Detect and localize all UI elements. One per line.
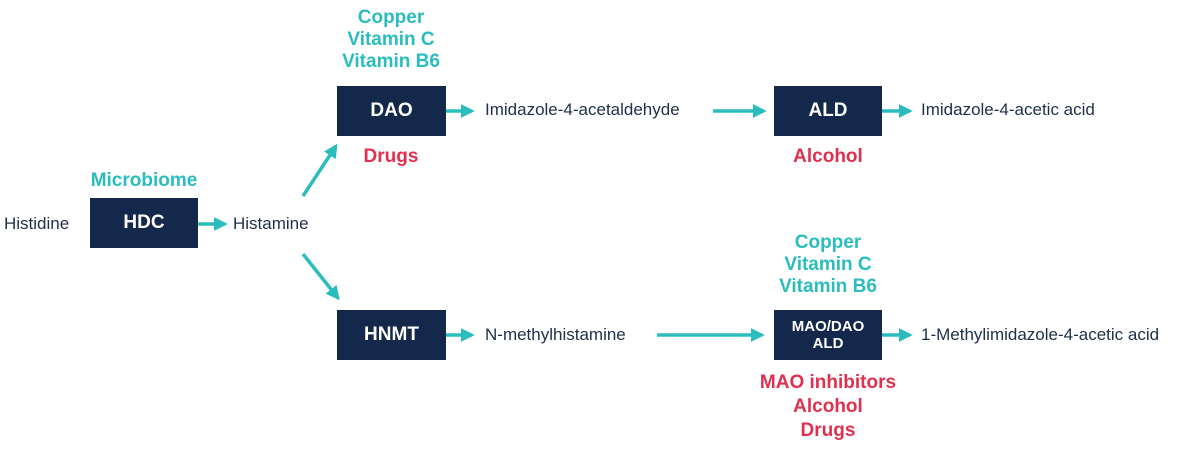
vitamin-c-label: Vitamin C (347, 29, 435, 50)
mao-dao-ald-enzyme-box: MAO/DAO ALD (774, 310, 882, 360)
drugs-label-2: Drugs (800, 420, 856, 441)
copper-label: Copper (357, 7, 425, 28)
hdc-enzyme-label: HDC (123, 212, 165, 233)
n-methylhistamine-label: N-methylhistamine (485, 325, 626, 344)
histamine-label: Histamine (233, 214, 309, 233)
arrow-histamine-to-hnmt (301, 252, 340, 301)
vitamin-c-label-2: Vitamin C (784, 254, 872, 275)
mao-dao-ald-inhibitors: MAO inhibitors Alcohol Drugs (728, 371, 928, 443)
mao-inhibitors-label: MAO inhibitors (759, 372, 897, 393)
dao-enzyme-box: DAO (337, 86, 446, 136)
alcohol-label-2: Alcohol (793, 396, 863, 417)
histidine-label: Histidine (4, 214, 70, 233)
imidazole-acetaldehyde-label: Imidazole-4-acetaldehyde (485, 100, 680, 119)
dao-enzyme-label: DAO (370, 100, 413, 121)
alcohol-label: Alcohol (793, 146, 863, 167)
ald-enzyme-label-2: ALD (812, 335, 844, 352)
hdc-cofactor: Microbiome (64, 170, 224, 192)
methylimidazole-acetic-acid-label: 1-Methylimidazole-4-acetic acid (921, 325, 1160, 344)
hnmt-enzyme-box: HNMT (337, 310, 446, 360)
copper-label-2: Copper (794, 232, 862, 253)
ald-enzyme-box: ALD (774, 86, 882, 136)
ald-inhibitor: Alcohol (748, 145, 908, 169)
drugs-label: Drugs (363, 146, 419, 167)
dao-inhibitor: Drugs (311, 145, 471, 169)
mao-dao-ald-cofactors: Copper Vitamin C Vitamin B6 (748, 232, 908, 298)
hnmt-enzyme-label: HNMT (364, 324, 419, 345)
vitamin-b6-label: Vitamin B6 (342, 51, 440, 72)
vitamin-b6-label-2: Vitamin B6 (779, 276, 877, 297)
dao-cofactors: Copper Vitamin C Vitamin B6 (311, 7, 471, 73)
imidazole-acetic-acid-label: Imidazole-4-acetic acid (921, 100, 1095, 119)
ald-enzyme-label: ALD (808, 100, 848, 121)
hdc-enzyme-box: HDC (90, 198, 198, 248)
arrow-histamine-to-dao (301, 143, 338, 197)
mao-dao-enzyme-label: MAO/DAO (791, 318, 865, 335)
microbiome-label: Microbiome (90, 170, 198, 191)
